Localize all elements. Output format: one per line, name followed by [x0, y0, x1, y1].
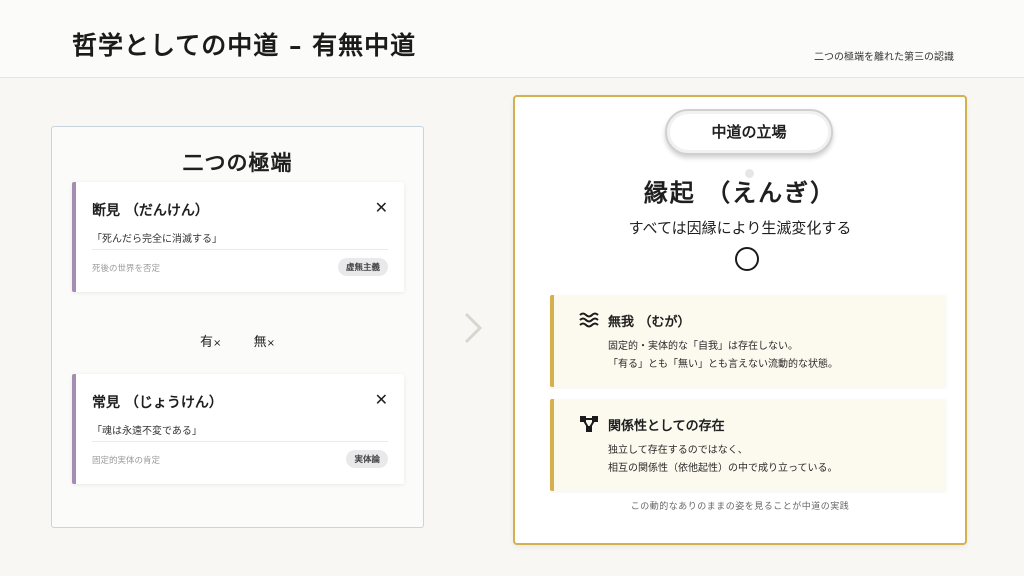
- existence-nonexistence-row: 有× 無×: [52, 331, 423, 350]
- feature-line: 相互の関係性（依他起性）の中で成り立っている。: [608, 463, 838, 474]
- extreme-note: 固定的実体の肯定: [92, 456, 161, 466]
- chevron-right-icon: [464, 312, 483, 344]
- concept-title: 縁起 （えんぎ）: [643, 179, 837, 207]
- feature-name: 無我 （むが）: [608, 315, 691, 330]
- circle-icon: [735, 247, 759, 271]
- extreme-card-jouken: 常見 （じょうけん） ✕ 「魂は永遠不変である」 固定的実体の肯定 実体論: [72, 374, 404, 484]
- feature-name: 関係性としての存在: [608, 419, 725, 434]
- extreme-name: 常見 （じょうけん）: [92, 395, 223, 411]
- extremes-title: 二つの極端: [182, 151, 293, 175]
- feature-card-muga: 無我 （むが） 固定的・実体的な「自我」は存在しない。 「有る」とも「無い」とも…: [550, 295, 946, 387]
- extreme-name: 断見 （だんけん）: [92, 203, 209, 219]
- extreme-tag: 実体論: [346, 450, 388, 468]
- extreme-quote: 「魂は永遠不変である」: [92, 426, 202, 437]
- extreme-note: 死後の世界を否定: [92, 264, 161, 274]
- practice-caption: この動的なありのままの姿を見ることが中道の実践: [630, 502, 850, 512]
- nonexistence-label: 無×: [253, 335, 275, 350]
- page-title: 哲学としての中道 – 有無中道: [72, 31, 417, 60]
- feature-line: 「有る」とも「無い」とも言えない流動的な状態。: [608, 359, 838, 370]
- feature-line: 固定的・実体的な「自我」は存在しない。: [608, 341, 798, 352]
- extreme-quote: 「死んだら完全に消滅する」: [92, 234, 222, 245]
- header: 哲学としての中道 – 有無中道 二つの極端を離れた第三の認識: [0, 0, 1024, 78]
- existence-label: 有×: [200, 335, 222, 350]
- network-icon: [580, 416, 598, 432]
- extreme-card-danken: 断見 （だんけん） ✕ 「死んだら完全に消滅する」 死後の世界を否定 虚無主義: [72, 182, 404, 292]
- concept-description: すべては因縁により生滅変化する: [628, 219, 852, 237]
- feature-card-relational-existence: 関係性としての存在 独立して存在するのではなく、 相互の関係性（依他起性）の中で…: [550, 399, 946, 491]
- x-icon: ✕: [374, 390, 388, 409]
- waves-icon: [579, 312, 599, 328]
- dot-marker: [745, 169, 754, 178]
- extreme-tag: 虚無主義: [337, 258, 388, 276]
- extremes-panel: 二つの極端 断見 （だんけん） ✕ 「死んだら完全に消滅する」 死後の世界を否定…: [51, 126, 424, 528]
- middle-way-panel: 中道の立場 縁起 （えんぎ） すべては因縁により生滅変化する 無我 （むが） 固…: [513, 95, 967, 545]
- divider: [92, 441, 388, 442]
- x-icon: ✕: [374, 198, 388, 217]
- divider: [92, 249, 388, 250]
- feature-line: 独立して存在するのではなく、: [608, 445, 748, 456]
- page-subtitle: 二つの極端を離れた第三の認識: [814, 52, 954, 63]
- middle-way-pill: 中道の立場: [665, 109, 833, 155]
